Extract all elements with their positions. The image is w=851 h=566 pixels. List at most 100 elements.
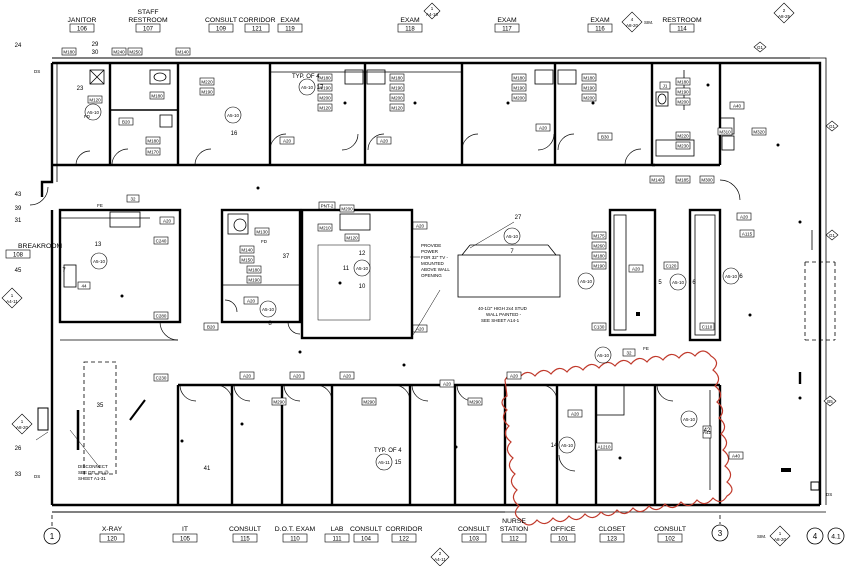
equipment-tag: M180 (246, 265, 262, 274)
svg-text:M140: M140 (651, 178, 663, 183)
room-number-box (172, 533, 198, 543)
elevation-markers: A5-10 A5-10 A5-10 A5-10 A5-10 A5-10 A5-1… (84, 78, 740, 471)
svg-text:M300: M300 (701, 178, 713, 183)
hardware-tag: A20 (412, 221, 428, 230)
annotation-notes: TYP. OF 4 TYP. OF 4 PROVIDE POWER FOR 32… (34, 69, 832, 497)
grid-label: 4.1 (831, 534, 841, 541)
svg-text:M200: M200 (677, 100, 689, 105)
elevation-marker: A5-11 (375, 453, 393, 471)
room-number-box (657, 533, 683, 543)
fire-extinguisher-label: FE (643, 346, 649, 351)
svg-text:B30: B30 (601, 135, 610, 140)
equipment-tag: M185 (675, 175, 691, 184)
room-number-box (669, 23, 695, 33)
svg-text:A8-20: A8-20 (626, 23, 639, 28)
svg-text:A5-10: A5-10 (356, 266, 369, 271)
svg-text:A5-11: A5-11 (378, 460, 390, 465)
svg-text:B20: B20 (122, 120, 131, 125)
svg-text:SIM.: SIM. (757, 534, 766, 539)
floor-drain-label: FD (84, 114, 91, 119)
svg-text:A20: A20 (380, 139, 389, 144)
tv-note-line4: MOUNTED (421, 261, 444, 266)
hardware-tag: A20 (535, 123, 551, 132)
svg-text:A20: A20 (571, 412, 580, 417)
svg-text:A20: A20 (163, 219, 172, 224)
svg-text:A5-10: A5-10 (301, 85, 314, 90)
equipment-tag: M190 (591, 261, 607, 270)
keynote: 16 (231, 131, 238, 137)
equipment-tag: M290 (467, 397, 483, 406)
breakroom-label: BREAKROOM 108 (5, 243, 63, 259)
svg-text:A20: A20 (632, 267, 641, 272)
equipment-tag: M170 (145, 147, 161, 156)
svg-text:A40: A40 (732, 454, 741, 459)
keynote: 8 (268, 321, 272, 327)
svg-text:M220: M220 (201, 80, 213, 85)
room-number-box (391, 533, 417, 543)
svg-text:A20: A20 (293, 374, 302, 379)
svg-text:C120: C120 (666, 264, 677, 269)
svg-text:M290: M290 (469, 400, 481, 405)
hardware-tag: 44 (77, 281, 91, 290)
svg-text:M180: M180 (593, 254, 605, 259)
grid-label: 4 (813, 532, 818, 541)
svg-text:4: 4 (631, 17, 634, 22)
tv-note-line6: OPENING (421, 273, 442, 278)
hardware-tag: A20 (159, 216, 175, 225)
room-name: CONSULT (229, 526, 261, 533)
hardware-tag: A42 (702, 425, 711, 439)
room-name: CONSULT (205, 17, 237, 24)
equipment-tag: M190 (246, 275, 262, 284)
keynote: 26 (15, 446, 22, 452)
keynote: 39 (15, 206, 22, 212)
equipment-tag: M120 (317, 103, 333, 112)
room-name: RESTROOM (662, 17, 702, 24)
hardware-tag: B30 (597, 132, 613, 141)
elevation-marker: A5-10 (84, 103, 102, 121)
equipment-tag: M140 (175, 47, 191, 56)
elevation-marker: A5-10 (577, 272, 595, 290)
room-number-box (324, 533, 350, 543)
keynote: 6 (692, 280, 696, 286)
svg-text:A5-10: A5-10 (672, 280, 685, 285)
ds-label: DS (34, 69, 40, 74)
center-restroom-block (220, 208, 414, 340)
room-number: 107 (143, 27, 154, 33)
room-number: 115 (240, 537, 250, 543)
keynote: 37 (283, 254, 290, 260)
svg-text:M180: M180 (248, 268, 260, 273)
equipment-tag: M200 (581, 93, 597, 102)
breakroom-walls (58, 208, 182, 324)
keynote: 45 (15, 268, 22, 274)
equipment-tag: M210 (317, 223, 333, 232)
equipment-tag: M300 (699, 175, 715, 184)
room-name: EXAM (400, 17, 420, 24)
svg-text:M190: M190 (583, 86, 595, 91)
svg-text:M190: M190 (201, 90, 213, 95)
room-number-box (587, 23, 613, 33)
grid-bubbles: 1 3 4 4.1 (43, 515, 845, 545)
svg-text:C280: C280 (156, 314, 167, 319)
svg-text:M140: M140 (241, 248, 253, 253)
equipment-tag: C230 (153, 373, 169, 382)
room-number: 112 (509, 537, 519, 543)
equipment-tag: M190 (581, 83, 597, 92)
plumbing-fixtures (89, 69, 735, 157)
room-name: JANITOR (68, 17, 97, 24)
equipment-tag: J1 (659, 81, 671, 90)
elevation-marker: A5-10 (669, 273, 687, 291)
room-name: CONSULT (458, 526, 490, 533)
svg-text:G1: G1 (829, 124, 836, 129)
revision-cloud (501, 350, 733, 526)
grid-bubble-4-1 (827, 527, 845, 545)
top-room-labels: JANITOR 106 STAFF RESTROOM 107 CONSULT 1… (68, 9, 702, 33)
equipment-tag: M180 (145, 136, 161, 145)
svg-text:B5: B5 (827, 399, 833, 404)
room-number-box (244, 23, 270, 33)
room-number-box (232, 533, 258, 543)
keynote: 33 (15, 472, 22, 478)
svg-text:A5-10: A5-10 (561, 443, 574, 448)
equipment-tag: M290 (271, 397, 287, 406)
equipment-tag: M200 (317, 93, 333, 102)
equipment-tag: M250 (127, 47, 143, 56)
